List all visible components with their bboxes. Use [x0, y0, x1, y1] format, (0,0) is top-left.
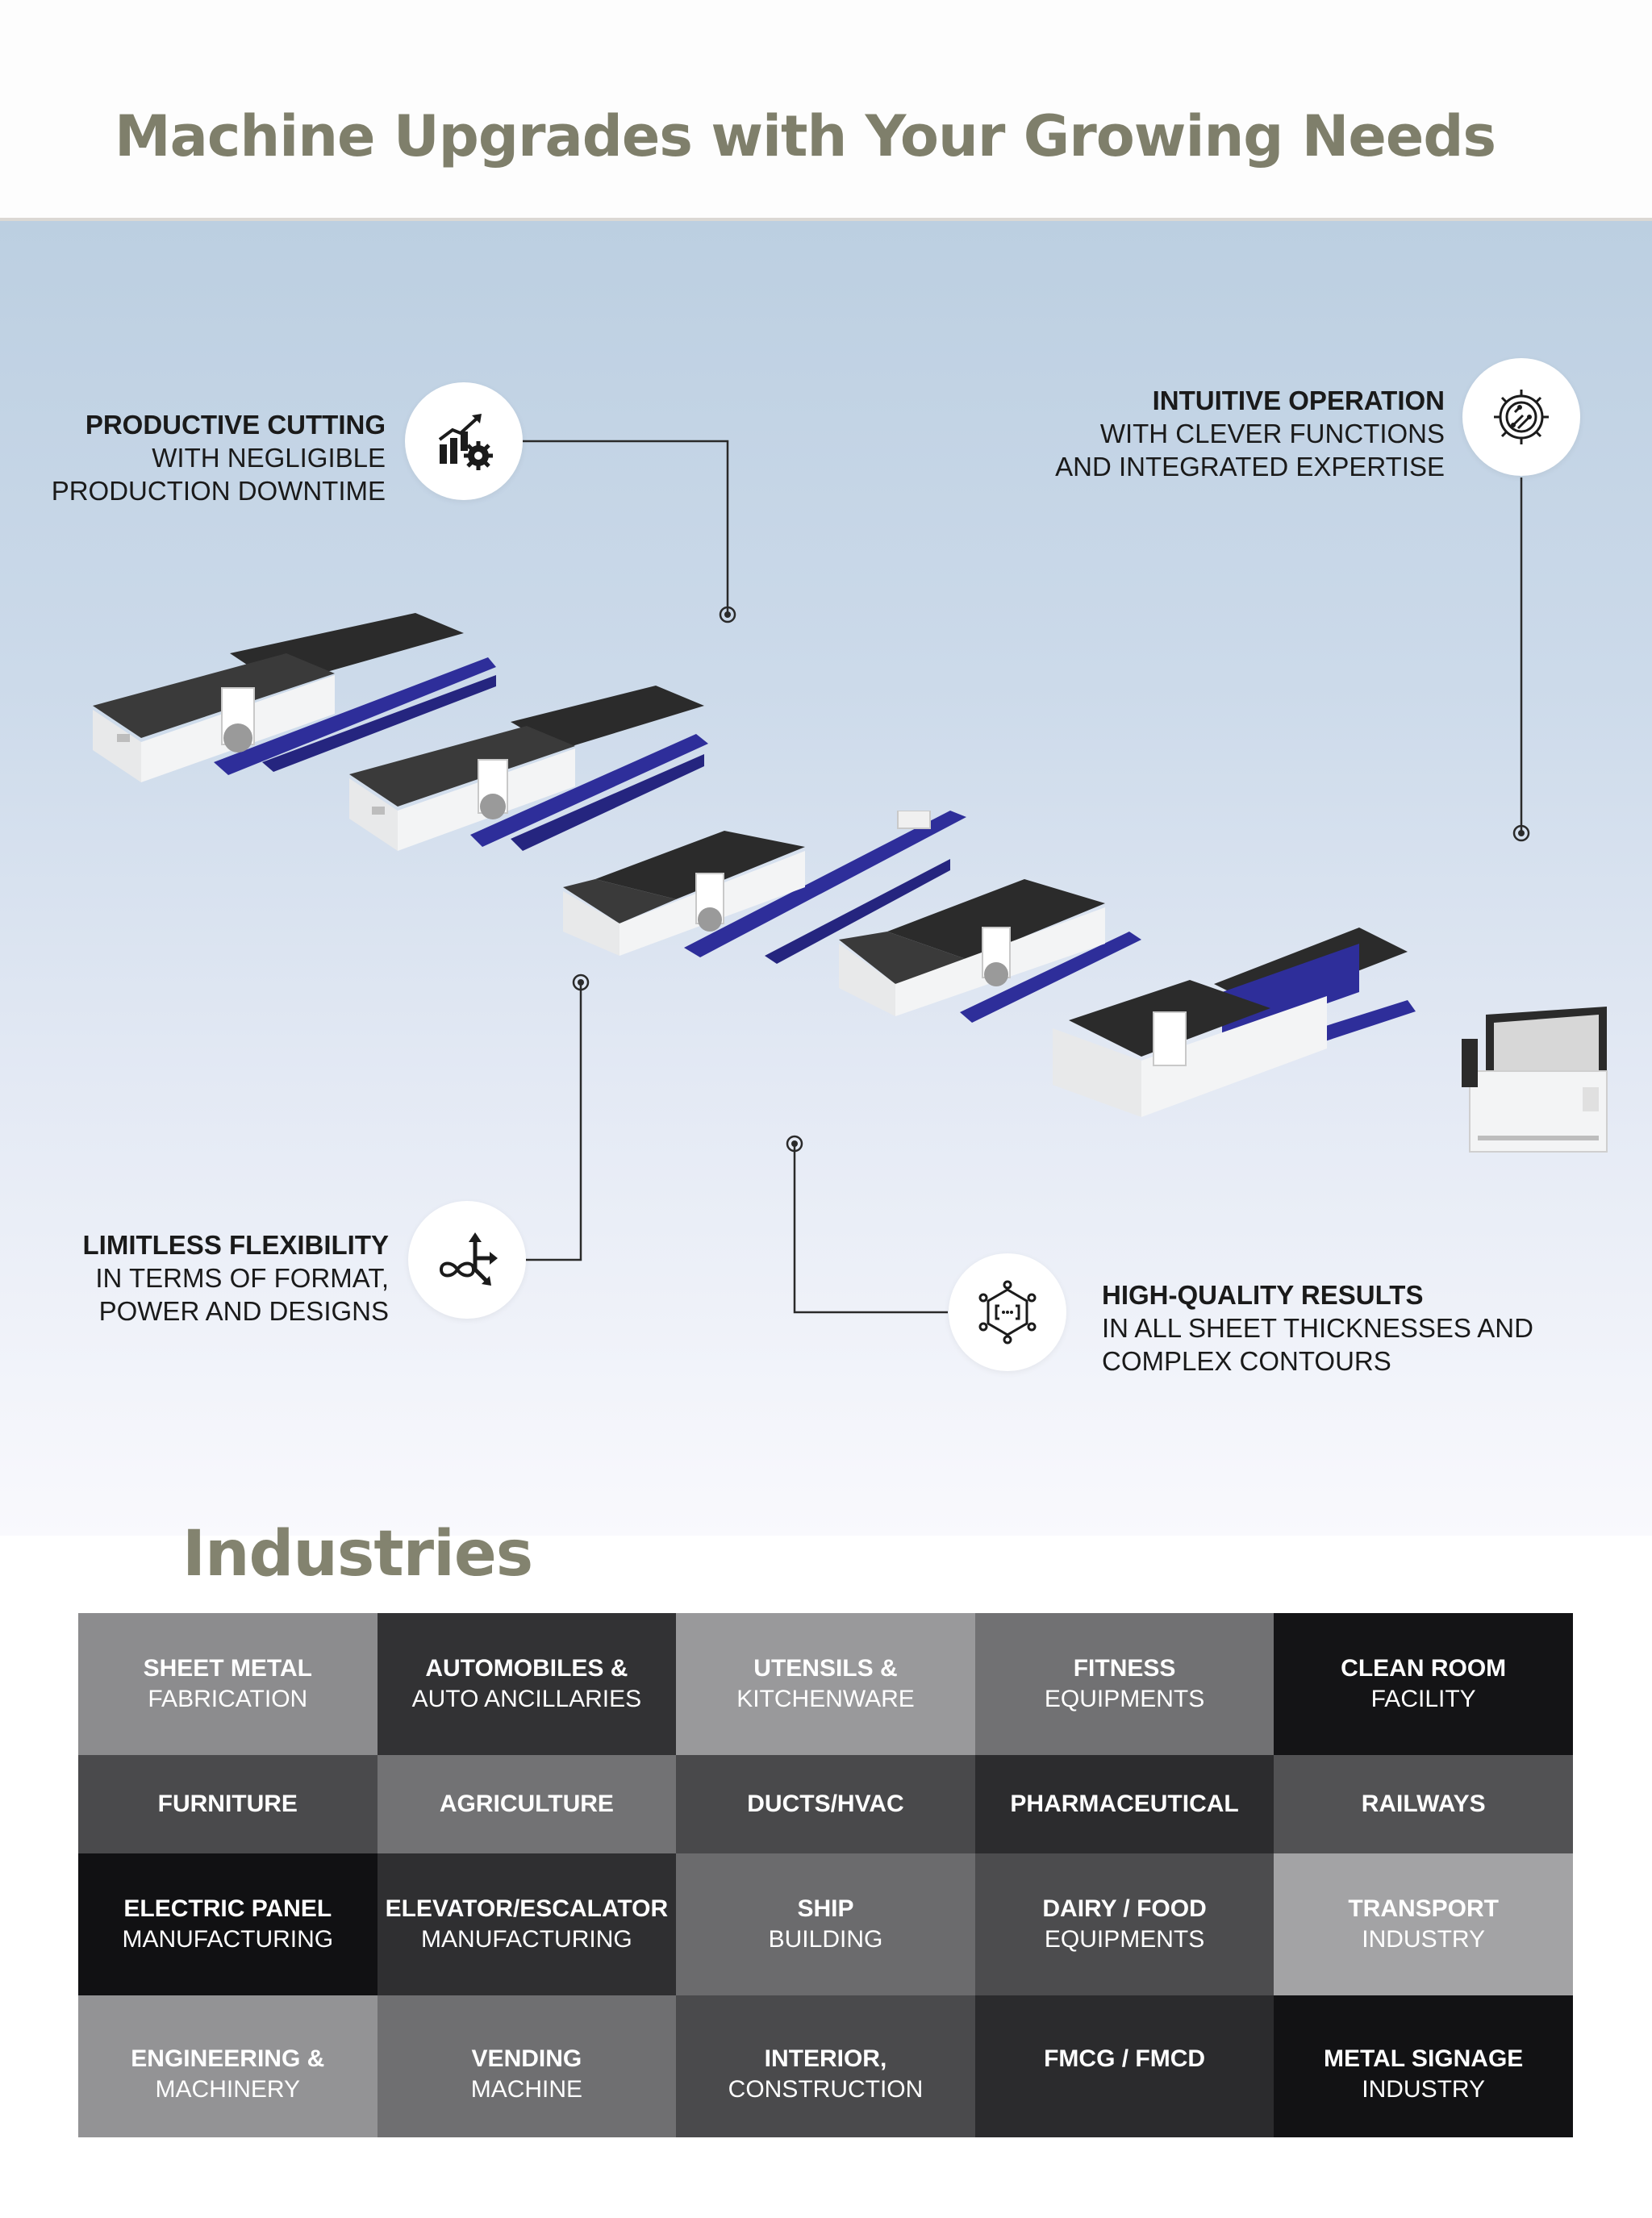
feature-title: HIGH-QUALITY RESULTS	[1102, 1280, 1424, 1310]
industries-title: Industries	[182, 1518, 533, 1591]
feature-title: INTUITIVE OPERATION	[1152, 386, 1445, 415]
industry-cell: UTENSILS &KITCHENWARE	[676, 1613, 975, 1755]
feature-description: WITH CLEVER FUNCTIONS AND INTEGRATED EXP…	[1055, 419, 1445, 482]
circuit-gear-icon	[1462, 358, 1580, 476]
feature-limitless-flexibility: LIMITLESS FLEXIBILITY IN TERMS OF FORMAT…	[83, 1228, 390, 1328]
laser-cutting-machine-5	[1053, 928, 1416, 1117]
industry-cell: ENGINEERING &MACHINERY	[78, 1995, 378, 2137]
industry-cell: PHARMACEUTICAL	[974, 1755, 1274, 1853]
laser-cutting-machine-2	[349, 686, 708, 851]
feature-description: IN ALL SHEET THICKNESSES AND COMPLEX CON…	[1102, 1313, 1533, 1376]
page-title: Machine Upgrades with Your Growing Needs	[115, 103, 1496, 169]
industry-cell: RAILWAYS	[1274, 1755, 1573, 1853]
feature-title: LIMITLESS FLEXIBILITY	[82, 1230, 390, 1260]
feature-intuitive-operation: INTUITIVE OPERATION WITH CLEVER FUNCTION…	[1055, 384, 1445, 483]
laser-cutting-machine-4	[839, 879, 1141, 1023]
industry-cell: FMCG / FMCD	[974, 1995, 1274, 2137]
industry-cell: INTERIOR,CONSTRUCTION	[676, 1995, 975, 2137]
feature-productive-cutting: PRODUCTIVE CUTTING WITH NEGLIGIBLE PRODU…	[52, 408, 386, 507]
industry-cell: FURNITURE	[78, 1755, 378, 1853]
industries-row: FURNITURE AGRICULTURE DUCTS/HVAC PHARMAC…	[78, 1755, 1573, 1853]
network-brackets-icon	[949, 1253, 1066, 1371]
feature-title: PRODUCTIVE CUTTING	[85, 410, 386, 440]
header: Machine Upgrades with Your Growing Needs	[0, 0, 1652, 218]
feature-high-quality-results: HIGH-QUALITY RESULTS IN ALL SHEET THICKN…	[1102, 1278, 1533, 1378]
laser-cutting-machine-1	[93, 613, 496, 782]
industry-cell: AGRICULTURE	[377, 1755, 677, 1853]
feature-description: IN TERMS OF FORMAT, POWER AND DESIGNS	[95, 1263, 389, 1326]
laser-cutting-machine-6	[1462, 1007, 1608, 1153]
infinity-arrows-icon	[408, 1201, 526, 1319]
laser-cutting-machine-3	[563, 811, 966, 964]
industry-cell: DUCTS/HVAC	[676, 1755, 975, 1853]
industry-cell: AUTOMOBILES &AUTO ANCILLARIES	[377, 1613, 677, 1755]
growth-chart-gear-icon	[405, 382, 523, 500]
feature-description: WITH NEGLIGIBLE PRODUCTION DOWNTIME	[51, 443, 386, 506]
